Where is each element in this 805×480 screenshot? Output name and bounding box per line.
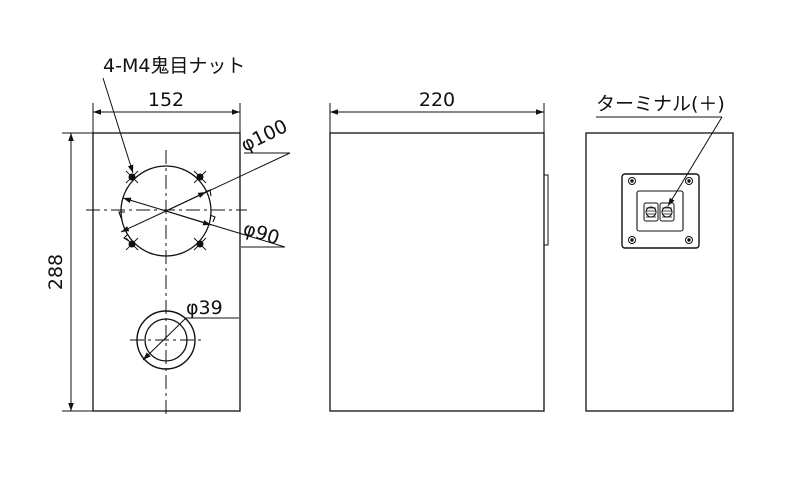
port-label: φ39: [186, 297, 223, 319]
terminal-leader: [596, 116, 723, 207]
front-view: [62, 77, 291, 414]
nut-label: 4-M4鬼目ナット: [103, 55, 245, 77]
driver-cutout-label: φ100: [238, 115, 292, 156]
rear-panel-outline: [585, 132, 734, 412]
side-panel-outline: [329, 132, 545, 412]
front-center-lines: [86, 150, 247, 414]
terminal-label: ターミナル(＋): [596, 93, 725, 115]
binding-posts: [643, 202, 675, 222]
width-label: 152: [148, 89, 184, 111]
plate-screws: [628, 177, 693, 244]
phi100-leaders: [120, 152, 291, 233]
phi90-leaders: [122, 197, 286, 248]
height-label: 288: [45, 254, 67, 290]
bass-port: [136, 310, 196, 370]
phi39-leader: [142, 317, 239, 361]
side-view: [329, 103, 549, 412]
driver-inner-label: φ90: [241, 218, 283, 250]
depth-label: 220: [419, 89, 455, 111]
driver-cutout: [118, 165, 216, 257]
width-dimension: [92, 103, 241, 133]
height-dimension: [62, 132, 93, 412]
depth-dimension: [329, 103, 545, 133]
nut-leader: [102, 77, 134, 174]
side-terminal-protrusion: [543, 174, 549, 246]
terminal-plate: [621, 173, 700, 249]
rear-view: [585, 116, 734, 412]
nut-hole-crosses: [125, 170, 207, 251]
